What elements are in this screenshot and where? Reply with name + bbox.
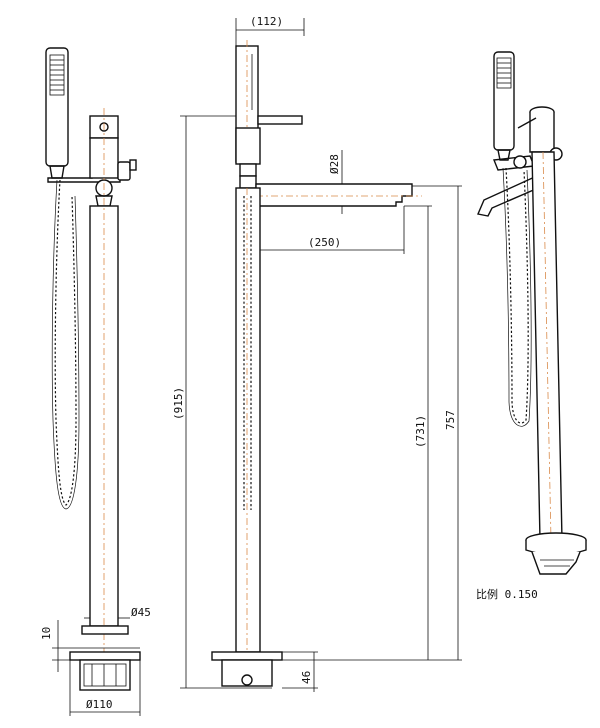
- front-view: Ø45 10 Ø110: [40, 47, 151, 716]
- isometric-view: 比例 0.150: [476, 51, 587, 601]
- base-thickness-label: 10: [40, 627, 53, 640]
- floor-height-label: 46: [300, 671, 313, 684]
- total-height-label: 757: [444, 410, 457, 430]
- pipe-diameter-label: Ø28: [328, 154, 341, 174]
- hand-shower-left: [45, 47, 69, 179]
- side-view: (112) Ø28 (250): [172, 15, 462, 692]
- base-diameter-label: Ø110: [86, 698, 113, 711]
- overall-height-label: (915): [172, 387, 185, 420]
- spout-height-label: (731): [414, 415, 427, 448]
- scale-note: 比例 0.150: [476, 587, 538, 601]
- top-width-label: (112): [250, 15, 283, 28]
- spout-reach-label: (250): [308, 236, 341, 249]
- stem-diameter-label: Ø45: [131, 606, 151, 619]
